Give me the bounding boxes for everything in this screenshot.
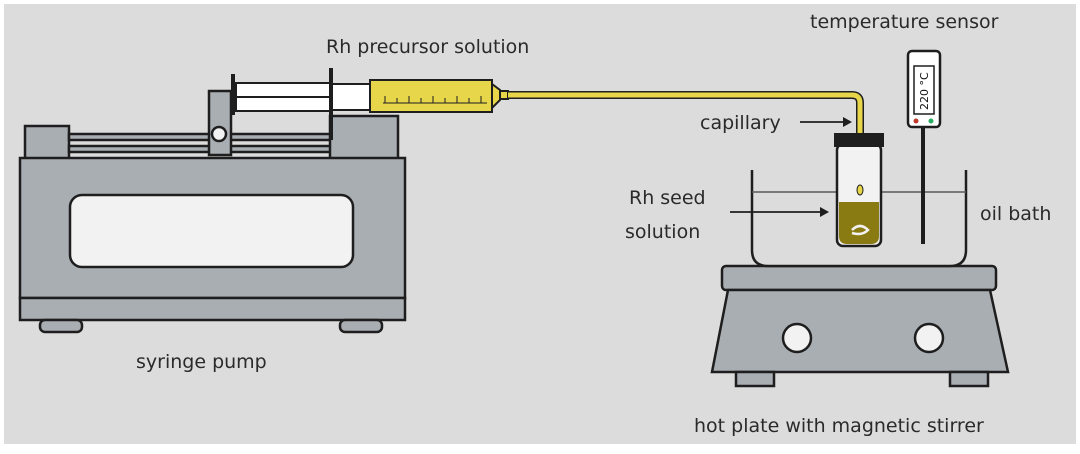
hot-plate-label: hot plate with magnetic stirrer bbox=[694, 415, 984, 437]
capillary-label: capillary bbox=[700, 112, 781, 134]
temperature-sensor-label: temperature sensor bbox=[810, 11, 999, 33]
sensor-display-reading: 220 °C bbox=[918, 72, 931, 110]
syringe-pump-label: syringe pump bbox=[136, 351, 267, 373]
pusher-block bbox=[207, 89, 233, 157]
rh-seed-solution-label-line1: Rh seed bbox=[629, 187, 706, 209]
rh-seed-solution-label-line2: solution bbox=[625, 221, 700, 243]
oil-bath-label: oil bath bbox=[980, 203, 1051, 225]
rh-precursor-solution-label: Rh precursor solution bbox=[326, 36, 529, 58]
temperature-sensor: 220 °C bbox=[906, 49, 942, 244]
syringe-pump bbox=[18, 114, 407, 334]
syringe-graduations bbox=[383, 96, 487, 104]
reaction-vial bbox=[834, 133, 884, 248]
syringe bbox=[231, 68, 509, 140]
pointer-arrows bbox=[730, 117, 852, 217]
hot-plate bbox=[710, 264, 1010, 388]
